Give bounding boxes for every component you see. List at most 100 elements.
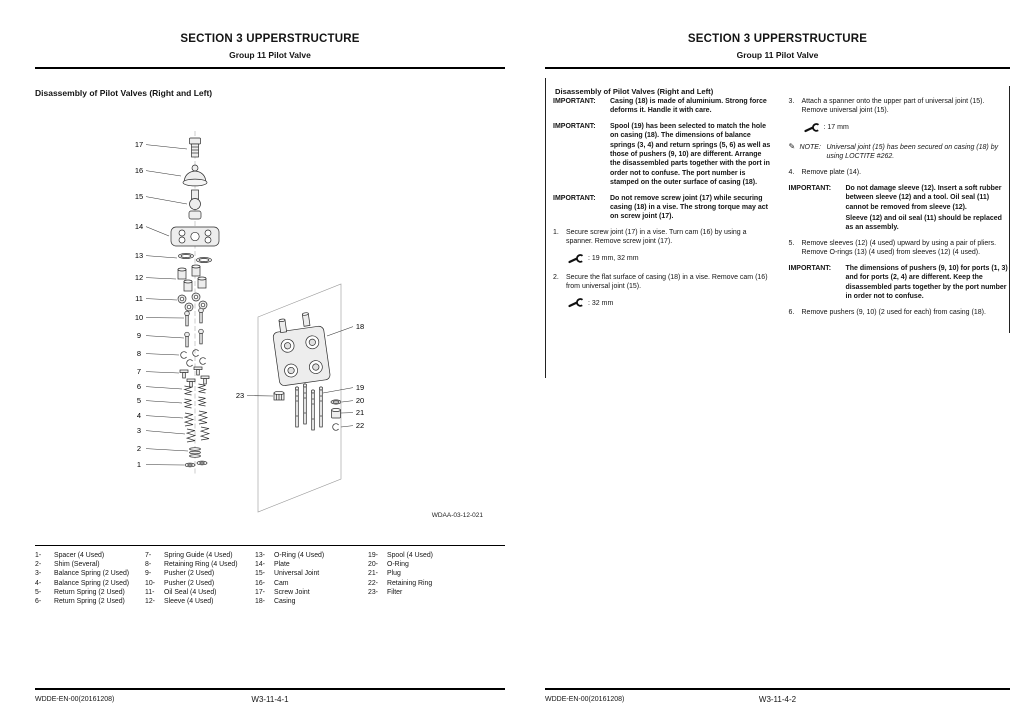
parts-list-item: 18- Casing: [255, 597, 368, 606]
step-text: Secure screw joint (17) in a vise. Turn …: [566, 229, 747, 246]
callout-17: 17: [135, 140, 143, 149]
callout-leader-line: [145, 386, 183, 390]
page-header: SECTION 3 UPPERSTRUCTURE Group 11 Pilot …: [545, 33, 1010, 60]
callout-13: 13: [135, 251, 143, 260]
part-label: Casing: [274, 598, 296, 606]
parts-list-rule: [35, 545, 505, 546]
part-number: 4-: [35, 579, 42, 587]
callout-15: 15: [135, 192, 143, 201]
part-label: Return Spring (2 Used): [54, 588, 125, 596]
callout-6: 6: [137, 382, 141, 391]
callout-leader-line: [145, 196, 188, 205]
important-text: Do not remove screw joint (17) while sec…: [610, 194, 768, 221]
wrench-size-text: : 17 mm: [823, 123, 849, 131]
document-code: WDDE-EN-00(20161208): [35, 696, 115, 703]
callout-4: 4: [137, 411, 141, 420]
callout-21: 21: [356, 408, 364, 417]
part-number: 12-: [145, 598, 155, 606]
page-header: SECTION 3 UPPERSTRUCTURE Group 11 Pilot …: [35, 33, 505, 60]
callout-12: 12: [135, 273, 143, 282]
important-text: Do not damage sleeve (12). Insert a soft…: [845, 184, 1002, 211]
callout-14: 14: [135, 222, 143, 231]
parts-list-column: 1-Spacer (4 Used)2-Shim (Several)3-Balan…: [35, 551, 145, 606]
part-number: 6-: [35, 598, 42, 606]
parts-list-item: 21-Plug: [368, 569, 505, 578]
callout-8: 8: [137, 349, 141, 358]
part-number: 3-: [35, 570, 42, 578]
parts-list-item: 8-Retaining Ring (4 Used): [145, 560, 255, 569]
part-label: Sleeve (4 Used): [164, 598, 214, 606]
page-footer: WDDE-EN-00(20161208) W3-11-4-1: [35, 688, 505, 718]
tool-block: : 17 mm: [803, 122, 1009, 133]
important-label: IMPORTANT:: [553, 123, 596, 131]
callout-2: 2: [137, 444, 141, 453]
callout-leader-line: [326, 326, 354, 337]
page-left: SECTION 3 UPPERSTRUCTURE Group 11 Pilot …: [35, 0, 505, 726]
callout-leader-line: [340, 425, 354, 428]
parts-list-item: 15-Universal Joint: [255, 569, 368, 578]
header-rule: [35, 67, 505, 69]
parts-list-item: 23-Filter: [368, 588, 505, 597]
part-label: Screw Joint: [274, 588, 310, 596]
revision-bar-left: [545, 78, 546, 378]
step-number: 4.: [788, 169, 795, 177]
part-number: 18-: [255, 598, 265, 606]
section-title: SECTION 3 UPPERSTRUCTURE: [687, 33, 868, 45]
part-number: 5-: [35, 588, 42, 596]
step-block: 2.Secure the flat surface of casing (18)…: [553, 273, 773, 292]
callout-10: 10: [135, 313, 143, 322]
important-text: Casing (18) is made of aluminium. Strong…: [610, 98, 767, 115]
note-block: ✎NOTE:Universal joint (15) has been secu…: [789, 142, 1009, 162]
step-number: 3.: [788, 98, 795, 105]
part-number: 8-: [145, 561, 152, 569]
callout-16: 16: [135, 166, 143, 175]
parts-list-item: 2-Shim (Several): [35, 560, 145, 569]
important-block: IMPORTANT:Do not remove screw joint (17)…: [553, 194, 773, 222]
part-label: Cam: [274, 579, 289, 587]
callout-leader-line: [145, 255, 178, 259]
step-text: Remove sleeves (12) (4 used) upward by u…: [801, 239, 997, 257]
part-number: 7-: [145, 552, 152, 559]
parts-list-item: 13-O-Ring (4 Used): [255, 551, 368, 560]
callout-leader-line: [145, 170, 182, 177]
part-label: Oil Seal (4 Used): [164, 588, 217, 596]
part-number: 11-: [145, 588, 155, 596]
page-title: Disassembly of Pilot Valves (Right and L…: [555, 87, 714, 97]
callout-7: 7: [137, 367, 141, 376]
parts-list-item: 14-Plate: [255, 560, 368, 569]
group-title: Group 11 Pilot Valve: [736, 50, 819, 60]
valve-parts-stack: [170, 137, 220, 468]
parts-list-item: 20-O-Ring: [368, 560, 505, 569]
note-label: NOTE:: [799, 143, 821, 151]
part-number: 1-: [35, 552, 42, 559]
part-label: Balance Spring (2 Used): [54, 570, 130, 578]
figure-code: WDAA-03-12-021: [431, 512, 483, 519]
part-number: 9-: [145, 570, 152, 578]
part-label: Return Spring (2 Used): [54, 598, 125, 606]
wrench-size-text: : 32 mm: [588, 299, 614, 307]
part-label: Pusher (2 Used): [164, 579, 215, 587]
callout-leader-line: [145, 353, 180, 356]
important-text-2: Sleeve (12) and oil seal (11) should be …: [845, 214, 1002, 232]
parts-list-item: 11- Oil Seal (4 Used): [145, 588, 255, 597]
callout-20: 20: [356, 396, 364, 405]
step-block: 1. Secure screw joint (17) in a vise. Tur…: [553, 228, 773, 247]
callout-3: 3: [137, 426, 141, 435]
callout-9: 9: [137, 331, 141, 340]
important-label: IMPORTANT:: [788, 184, 832, 192]
step-text: Remove plate (14).: [801, 169, 862, 177]
part-number: 14-: [255, 561, 265, 569]
footer-rule: [545, 688, 1010, 690]
wrench-icon: [803, 122, 820, 133]
section-title: SECTION 3 UPPERSTRUCTURE: [180, 33, 360, 45]
page-right: SECTION 3 UPPERSTRUCTURE Group 11 Pilot …: [545, 0, 1010, 726]
important-block: IMPORTANT: Do not damage sleeve (12). Ins…: [789, 184, 1009, 232]
callout-leader-line: [145, 430, 186, 435]
tool-block: : 32 mm: [568, 298, 773, 308]
part-number: 13-: [255, 552, 265, 559]
group-title: Group 11 Pilot Valve: [229, 50, 311, 60]
step-number: 1.: [553, 229, 559, 237]
